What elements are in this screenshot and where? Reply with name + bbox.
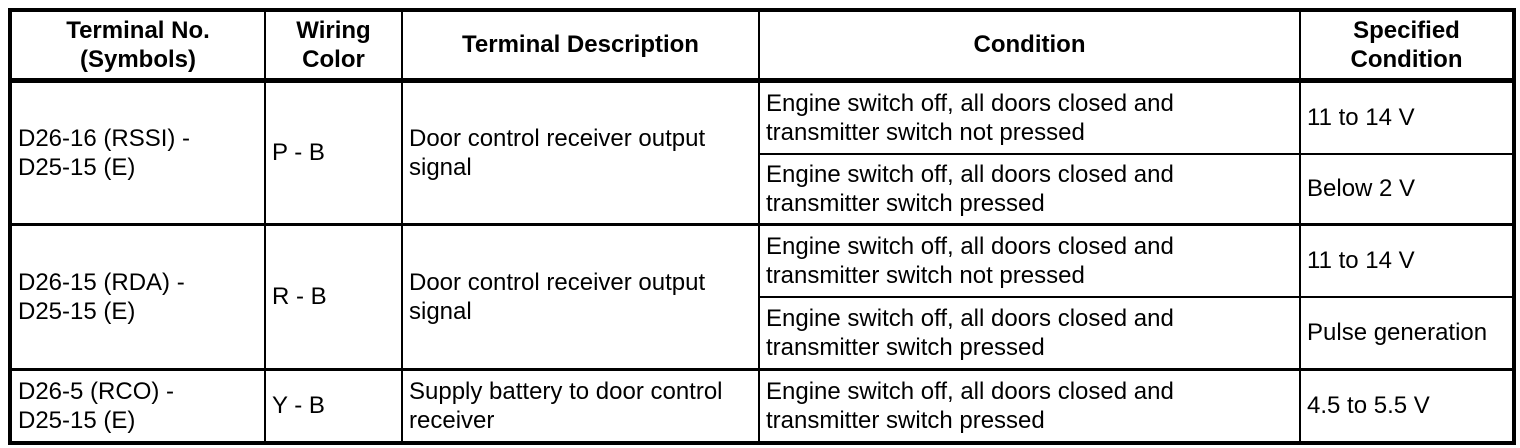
cell-condition: Engine switch off, all doors closed and … [758,296,1301,370]
table-row: D26-15 (RDA) - D25-15 (E) R - B Door con… [9,222,1515,370]
cell-terminal-no: D26-15 (RDA) - D25-15 (E) [9,222,266,370]
cell-terminal-no: D26-5 (RCO) - D25-15 (E) [9,367,266,444]
cell-condition: Engine switch off, all doors closed and … [758,367,1301,444]
cell-terminal-description: Door control receiver output signal [401,78,760,225]
header-specified-condition: Specified Condition [1299,9,1515,83]
table-row: Engine switch off, all doors closed and … [10,296,1515,370]
header-row: Terminal No. (Symbols) Wiring Color Term… [9,9,1515,83]
header-terminal-no: Terminal No. (Symbols) [9,9,266,83]
cell-terminal-no: D26-16 (RSSI) - D25-15 (E) [9,78,266,225]
header-terminal-description: Terminal Description [401,9,760,83]
cell-condition: Engine switch off, all doors closed and … [758,153,1301,225]
terminal-spec-table: Terminal No. (Symbols) Wiring Color Term… [8,8,1516,445]
cell-terminal-description: Door control receiver output signal [401,222,760,370]
cell-specified-condition: Pulse generation [1299,296,1515,370]
table-row: D26-5 (RCO) - D25-15 (E) Y - B Supply ba… [9,367,1515,444]
table-row: D26-16 (RSSI) - D25-15 (E) P - B Door co… [9,78,1515,225]
table-row: Engine switch off, all doors closed and … [10,153,1515,225]
header-wiring-color: Wiring Color [264,9,403,83]
header-condition: Condition [758,9,1301,83]
cell-wiring-color: P - B [264,78,403,225]
cell-specified-condition: 11 to 14 V [1299,78,1515,155]
cell-condition: Engine switch off, all doors closed and … [758,222,1301,298]
cell-terminal-description: Supply battery to door control receiver [401,367,760,444]
cell-wiring-color: Y - B [264,367,403,444]
cell-specified-condition: Below 2 V [1299,153,1515,225]
cell-specified-condition: 11 to 14 V [1299,222,1515,298]
cell-wiring-color: R - B [264,222,403,370]
cell-condition: Engine switch off, all doors closed and … [758,78,1301,155]
cell-specified-condition: 4.5 to 5.5 V [1299,367,1515,444]
